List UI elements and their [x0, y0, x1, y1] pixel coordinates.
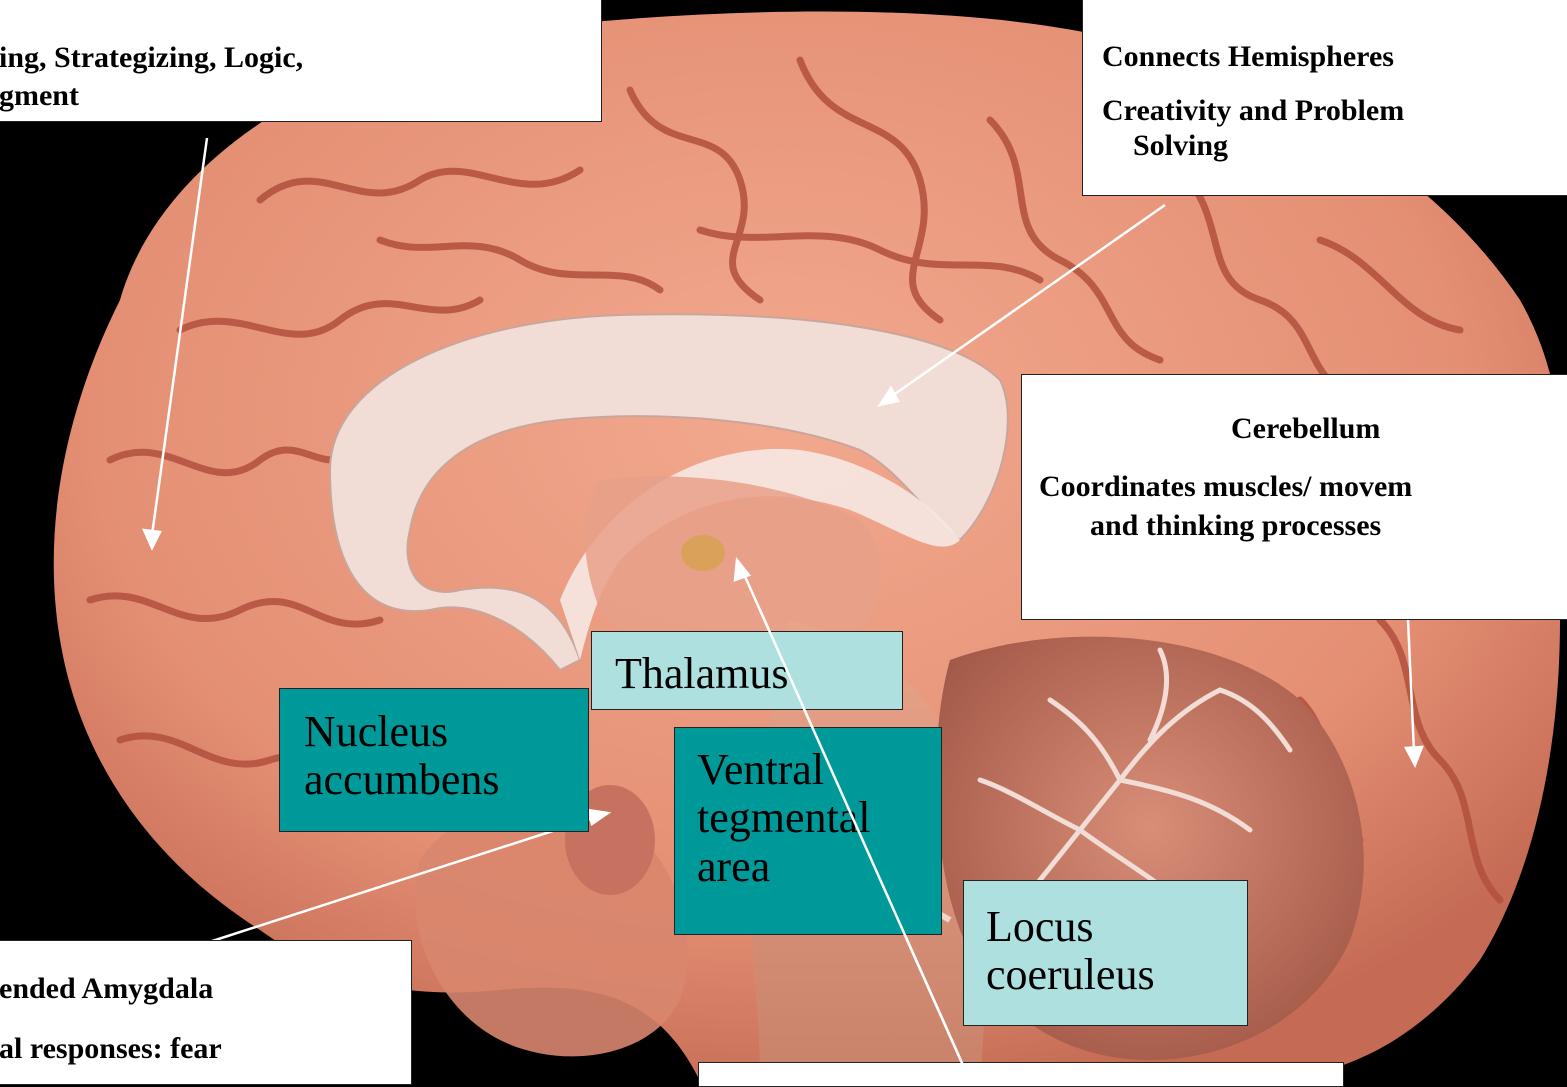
pineal-spot	[681, 535, 725, 571]
locus-line-1: Locus	[986, 903, 1247, 951]
cerebellum-label: Cerebellum Coordinates muscles/ movem an…	[1021, 374, 1567, 620]
vta-line-1: Ventral	[697, 746, 941, 794]
cerebellum-line-2: and thinking processes	[1090, 504, 1567, 548]
cerebellum-title: Cerebellum	[1231, 407, 1567, 451]
vta-line-2: tegmental	[697, 794, 941, 842]
frontal-line-2: gment	[0, 77, 601, 115]
frontal-cortex-label: ing, Strategizing, Logic, gment	[0, 0, 602, 122]
nucleus-accumbens-label: Nucleus accumbens	[279, 688, 589, 832]
ventral-tegmental-area-label: Ventral tegmental area	[674, 727, 942, 935]
amygdala-label: ended Amygdala al responses: fear	[0, 940, 412, 1085]
locus-line-2: coeruleus	[986, 951, 1247, 999]
bottom-label-box	[698, 1062, 1344, 1087]
nucleus-line-2: accumbens	[304, 756, 588, 804]
vta-line-3: area	[697, 843, 941, 891]
cerebellum-line-1: Coordinates muscles/ movem	[1039, 465, 1567, 509]
frontal-line-1: ing, Strategizing, Logic,	[0, 39, 601, 77]
locus-coeruleus-label: Locus coeruleus	[963, 880, 1248, 1026]
nucleus-line-1: Nucleus	[304, 708, 588, 756]
thalamus-text: Thalamus	[615, 649, 789, 698]
amygdala-line-2: al responses: fear	[0, 1027, 411, 1071]
thalamus-label: Thalamus	[591, 631, 903, 710]
amygdala-line-1: ended Amygdala	[0, 967, 411, 1011]
corpus-callosum-label: Connects Hemispheres Creativity and Prob…	[1082, 0, 1567, 196]
corpus-line-1: Connects Hemispheres	[1102, 35, 1567, 79]
